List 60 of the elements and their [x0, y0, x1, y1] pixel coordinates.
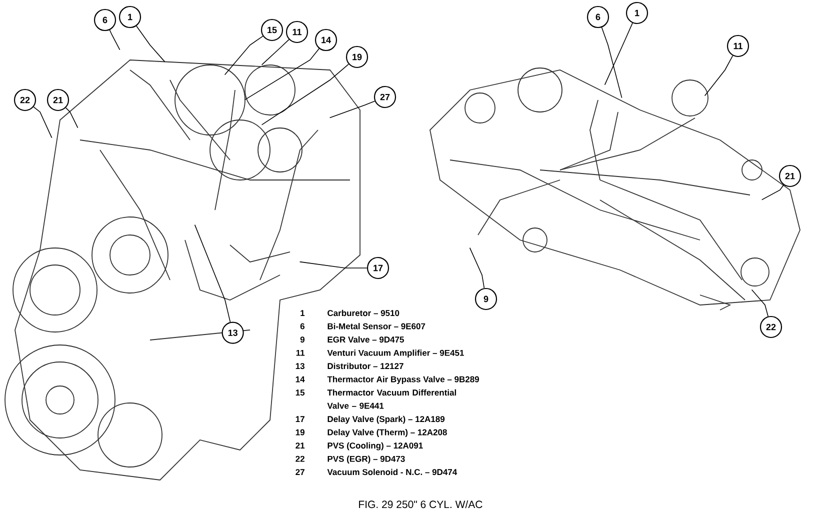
part-name: Venturi Vacuum Amplifier – 9E451	[327, 350, 464, 358]
callout-number: 21	[778, 164, 802, 188]
leader-line	[329, 100, 376, 118]
part-name: Thermactor Air Bypass Valve – 9B289	[327, 376, 479, 384]
part-name: Thermactor Vacuum Differential Valve – 9E441	[327, 389, 456, 409]
leader-line	[469, 247, 485, 288]
part-number: 9	[300, 336, 304, 343]
part-name: Bi-Metal Sensor – 9E607	[328, 323, 426, 330]
part-number: 22	[296, 456, 304, 462]
part-number: 27	[296, 469, 304, 475]
callout-number: 9	[474, 288, 498, 310]
callout-number: 19	[346, 46, 368, 68]
part-name: PVS (EGR) – 9D473	[328, 456, 405, 464]
callout-number: 22	[14, 88, 36, 112]
leader-line	[33, 106, 52, 138]
part-name: Delay Valve (Spark) – 12A189	[328, 416, 445, 424]
callout-number: 1	[626, 2, 648, 24]
part-name: Distributor – 12127	[328, 362, 404, 370]
callout-number: 11	[726, 34, 750, 58]
callout-number: 21	[46, 88, 70, 112]
part-number: 1	[300, 310, 305, 316]
leader-line	[261, 39, 290, 66]
part-number: 21	[296, 442, 305, 448]
callout-number: 17	[366, 256, 390, 280]
leader-line	[601, 27, 622, 98]
part-number: 17	[296, 416, 304, 422]
callout-number: 1	[118, 6, 142, 28]
part-name: PVS (Cooling) – 12A091	[328, 442, 423, 450]
callout-number: 27	[374, 86, 396, 108]
callout-number: 6	[586, 6, 610, 28]
part-name: Vacuum Solenoid - N.C. – 9D474	[327, 468, 458, 476]
leader-line	[704, 55, 734, 96]
part-number: 19	[296, 429, 304, 436]
part-number: 11	[296, 350, 305, 356]
part-number: 14	[296, 376, 305, 382]
callout-number: 22	[760, 316, 782, 338]
part-number: 15	[296, 390, 305, 396]
leader-line	[136, 26, 166, 62]
engine-drawing	[430, 68, 800, 310]
callout-number: 6	[94, 8, 116, 32]
callout-number: 15	[260, 18, 284, 42]
leader-line	[109, 30, 120, 50]
leader-line	[299, 261, 368, 268]
leader-line	[65, 107, 78, 128]
part-name: EGR Valve – 9D475	[328, 336, 404, 343]
part-number: 6	[300, 323, 304, 330]
part-number: 13	[296, 363, 304, 370]
callout-number: 13	[222, 322, 244, 344]
callout-number: 14	[314, 28, 338, 52]
part-name: Delay Valve (Therm) – 12A208	[328, 429, 447, 437]
figure-caption: FIG. 29 250" 6 CYL. W/AC	[359, 500, 482, 508]
part-name: Carburetor – 9510	[328, 310, 400, 316]
leader-line	[604, 22, 633, 86]
leader-line	[194, 224, 231, 322]
leader-line	[244, 48, 320, 100]
leader-line	[761, 184, 784, 200]
leader-line	[261, 64, 349, 126]
leader-line	[224, 36, 264, 76]
leader-line	[751, 289, 768, 317]
callout-number: 11	[286, 20, 308, 44]
